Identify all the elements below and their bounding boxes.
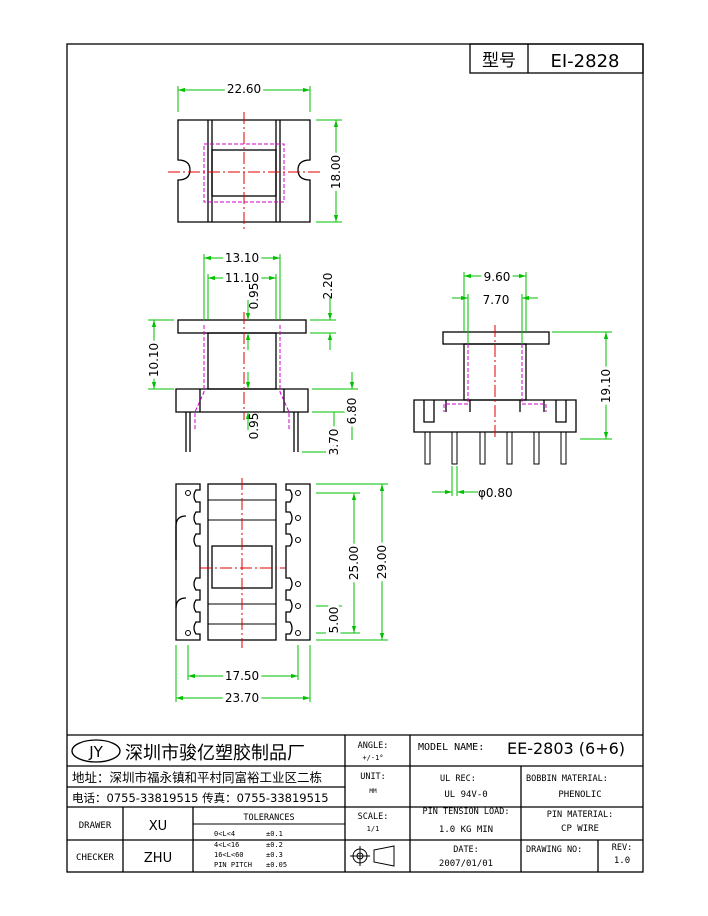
pin-tension-value: 1.0 KG MIN [439, 825, 493, 835]
checker-label: CHECKER [76, 853, 115, 863]
dim-front-height: 10.10 [147, 343, 161, 377]
model-name-value: EE-2803 (6+6) [507, 739, 625, 758]
side-view: 9.60 7.70 19.10 φ0.80 [413, 267, 616, 500]
company-address: 地址：深圳市福永镇和平村同富裕工业区二栋 [72, 770, 322, 785]
dim-bottom-total-length: 29.00 [375, 545, 389, 579]
drawer-label: DRAWER [79, 821, 112, 831]
ul-rec-label: UL REC: [440, 774, 476, 784]
unit-label: UNIT: [360, 772, 386, 782]
top-view: 22.60 18.00 [168, 79, 346, 230]
title-block: JY 深圳市骏亿塑胶制品厂 地址：深圳市福永镇和平村同富裕工业区二栋 电话：07… [67, 734, 643, 872]
projection-symbol-icon [350, 845, 395, 867]
angle-value: +/-1° [362, 754, 383, 762]
side-pins [424, 431, 567, 465]
tol-value-1: ±0.2 [266, 841, 283, 849]
tol-range-3: PIN PITCH [214, 861, 252, 869]
company-logo-icon [71, 739, 121, 763]
dim-front-flange-width: 13.10 [225, 251, 259, 265]
dim-front-core-width: 11.10 [225, 271, 259, 285]
tol-range-2: 16<L<60 [214, 851, 244, 859]
company-name: 深圳市骏亿塑胶制品厂 [125, 743, 305, 764]
dim-front-top-gap: 2.20 [321, 273, 335, 300]
dim-side-core-width: 7.70 [483, 293, 510, 307]
model-name-label: MODEL NAME: [418, 742, 484, 753]
bobbin-material-label: BOBBIN MATERIAL: [526, 774, 608, 784]
tol-value-3: ±0.05 [266, 861, 287, 869]
dim-front-pin-length: 3.70 [327, 429, 341, 456]
dim-bottom-pin-pitch: 5.00 [327, 607, 341, 634]
scale-label: SCALE: [358, 812, 389, 822]
dim-top-width: 22.60 [227, 82, 261, 96]
company-logo-text: JY [88, 743, 103, 761]
model-header-box: 型号 EI-2828 [469, 43, 644, 74]
dim-bottom-pin-span: 25.00 [347, 546, 361, 580]
ul-rec-value: UL 94V-0 [444, 790, 487, 800]
date-label: DATE: [453, 845, 479, 855]
bobbin-material-value: PHENOLIC [558, 790, 601, 800]
bottom-pin-holes [185, 490, 301, 636]
dim-front-base-height: 6.80 [345, 398, 359, 425]
tolerances-label: TOLERANCES [243, 813, 294, 823]
dim-bottom-total-width: 23.70 [225, 691, 259, 705]
model-short-label: 型号 [482, 51, 516, 71]
tol-range-0: 0<L<4 [214, 830, 235, 838]
dim-top-height: 18.00 [329, 155, 343, 189]
dim-side-flange-width: 9.60 [484, 270, 511, 284]
drawing-border [66, 43, 644, 873]
scale-value: 1/1 [367, 825, 380, 833]
model-short-value: EI-2828 [551, 51, 620, 72]
pin-material-label: PIN MATERIAL: [547, 810, 614, 820]
bottom-view: 25.00 29.00 5.00 17.50 23.70 [175, 478, 392, 708]
company-phone: 电话：0755-33819515 传真：0755-33819515 [72, 791, 329, 805]
pin-tension-label: PIN TENSION LOAD: [423, 807, 510, 817]
drawing-no-label: DRAWING NO: [526, 845, 582, 855]
dim-side-height: 19.10 [599, 369, 613, 403]
rev-value: 1.0 [614, 856, 630, 866]
tol-value-2: ±0.3 [266, 851, 283, 859]
unit-value: MM [369, 788, 377, 795]
angle-label: ANGLE: [358, 741, 389, 751]
rev-label: REV: [612, 843, 632, 853]
dim-front-wall: 0.95 [247, 283, 261, 310]
front-view: 13.10 11.10 0.95 0.95 2.20 10.10 6.80 [144, 248, 362, 458]
tol-value-0: ±0.1 [266, 830, 283, 838]
dim-bottom-inner-width: 17.50 [225, 669, 259, 683]
date-value: 2007/01/01 [439, 859, 493, 869]
dim-pin-diameter: φ0.80 [478, 486, 513, 500]
tol-range-1: 4<L<16 [214, 841, 239, 849]
dim-front-wall-bottom: 0.95 [247, 413, 261, 440]
pin-material-value: CP WIRE [561, 824, 599, 834]
checker-value: ZHU [144, 851, 172, 866]
drawer-value: XU [149, 819, 167, 834]
